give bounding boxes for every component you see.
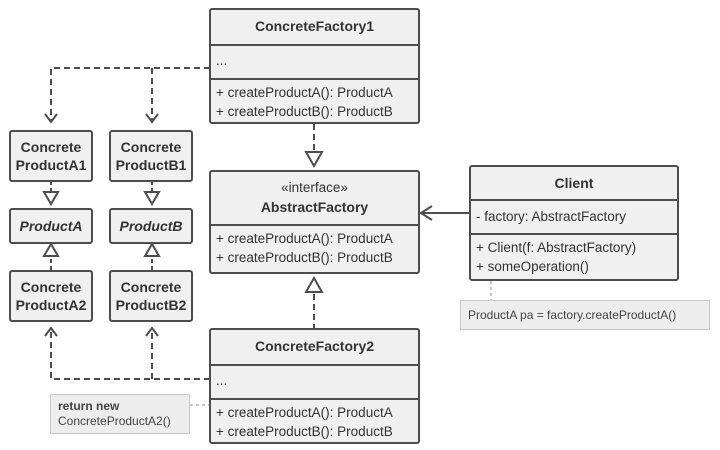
dependency-factory1-to-product-a1: [50, 67, 210, 120]
realization-factory1-head: [304, 151, 324, 169]
association-arrowhead: [419, 205, 433, 221]
abstract-factory-interface: «interface» AbstractFactory + createProd…: [209, 170, 420, 274]
arrowhead-product-a2: [44, 326, 58, 337]
product-a2-line1: Concrete: [20, 279, 82, 295]
product-a1-line1: Concrete: [20, 139, 82, 155]
factory2-note-text: ConcreteProductA2(): [58, 414, 171, 428]
concrete-factory1-class: ConcreteFactory1 ... + createProductA():…: [209, 8, 420, 124]
factory2-note: return new ConcreteProductA2(): [50, 394, 190, 434]
product-a2-line2: ProductA2: [15, 297, 87, 313]
abstract-factory-title: AbstractFactory: [260, 199, 369, 215]
product-a-interface: ProductA: [9, 208, 93, 244]
realization-a2-head: [42, 242, 60, 257]
concrete-factory1-methods: + createProductA(): ProductA + createPro…: [211, 78, 418, 121]
abstract-factory-methods: + createProductA(): ProductA + createPro…: [211, 224, 418, 267]
client-method: + someOperation(): [476, 259, 589, 274]
realization-a1-head: [42, 191, 60, 206]
concrete-factory2-methods: + createProductA(): ProductA + createPro…: [211, 398, 418, 441]
concrete-product-a2-class: Concrete ProductA2: [9, 270, 93, 322]
product-b2-line1: Concrete: [120, 279, 182, 295]
product-a-title: ProductA: [19, 218, 83, 234]
abstract-factory-method: + createProductA(): ProductA: [216, 231, 393, 246]
abstract-factory-stereotype: «interface»: [281, 180, 348, 195]
realization-factory2-head: [304, 275, 324, 293]
abstract-factory-method: + createProductB(): ProductB: [216, 250, 393, 265]
concrete-product-b1-class: Concrete ProductB1: [109, 130, 193, 182]
abstract-factory-header: «interface» AbstractFactory: [211, 172, 418, 224]
client-note-text: ProductA pa = factory.createProductA(): [468, 308, 677, 322]
concrete-factory1-fields: ...: [211, 44, 418, 78]
arrowhead-product-a1: [44, 113, 58, 124]
concrete-factory2-fields: ...: [211, 364, 418, 398]
client-fields: - factory: AbstractFactory: [471, 199, 677, 233]
concrete-product-a1-class: Concrete ProductA1: [9, 130, 93, 182]
concrete-factory1-title: ConcreteFactory1: [254, 18, 375, 34]
client-class: Client - factory: AbstractFactory + Clie…: [469, 165, 679, 281]
product-b-interface: ProductB: [109, 208, 193, 244]
concrete-factory2-title: ConcreteFactory2: [254, 338, 375, 354]
arrowhead-product-b2: [145, 326, 159, 337]
concrete-factory1-method: + createProductB(): ProductB: [216, 104, 393, 119]
concrete-factory2-class: ConcreteFactory2 ... + createProductA():…: [209, 328, 420, 444]
product-b1-line1: Concrete: [120, 139, 182, 155]
client-methods: + Client(f: AbstractFactory) + someOpera…: [471, 233, 677, 276]
factory2-note-bold: return new: [58, 399, 120, 413]
realization-b1-head: [143, 191, 161, 206]
dependency-factory2-to-product-a2: [50, 330, 210, 380]
concrete-factory1-method: + createProductA(): ProductA: [216, 85, 393, 100]
client-note: ProductA pa = factory.createProductA(): [460, 300, 710, 330]
product-b-title: ProductB: [119, 218, 183, 234]
product-b2-line2: ProductB2: [115, 297, 187, 313]
product-a1-line2: ProductA1: [15, 157, 87, 173]
concrete-product-b2-class: Concrete ProductB2: [109, 270, 193, 322]
client-method: + Client(f: AbstractFactory): [476, 240, 637, 255]
concrete-factory2-method: + createProductA(): ProductA: [216, 405, 393, 420]
arrowhead-product-b1: [145, 113, 159, 124]
realization-b2-head: [143, 242, 161, 257]
concrete-factory2-method: + createProductB(): ProductB: [216, 424, 393, 439]
client-title: Client: [554, 175, 594, 191]
product-b1-line2: ProductB1: [115, 157, 187, 173]
